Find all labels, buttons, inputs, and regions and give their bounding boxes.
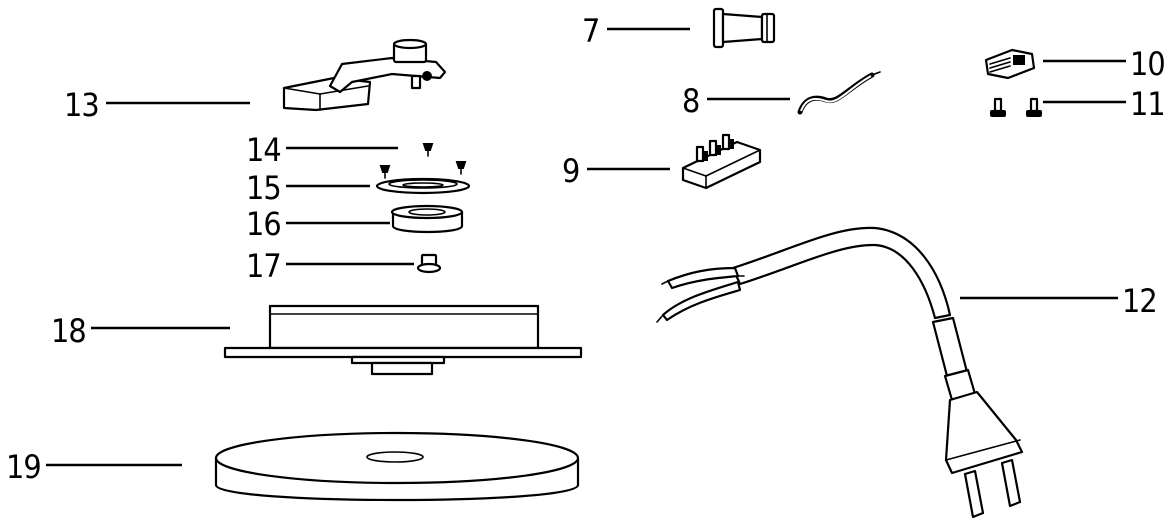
part-11-screws (990, 97, 1042, 117)
callout-number-13: 13 (64, 86, 99, 124)
callout-number-10: 10 (1130, 45, 1165, 83)
part-18-base-plate (223, 304, 583, 376)
callout-9: 9 (562, 152, 670, 190)
part-19-base-disc (214, 431, 580, 502)
callout-number-19: 19 (6, 448, 41, 486)
callout-18: 18 (51, 312, 230, 350)
callout-number-17: 17 (246, 247, 281, 285)
callout-number-8: 8 (682, 82, 699, 120)
part-12-power-cord (656, 226, 1024, 519)
screw-left (990, 97, 1006, 117)
part-13-lever-assembly (282, 38, 447, 112)
part-14-screws (379, 143, 467, 179)
callout-8: 8 (682, 82, 790, 120)
callout-number-7: 7 (582, 12, 599, 50)
part-7-bushing (712, 7, 776, 49)
callout-number-9: 9 (562, 152, 579, 190)
part-9-terminal-block (681, 133, 762, 190)
callout-12: 12 (960, 282, 1158, 320)
callout-14: 14 (246, 131, 398, 169)
screw-right (1026, 97, 1042, 117)
callout-17: 17 (246, 247, 414, 285)
part-17-pin (416, 253, 442, 274)
callout-11: 11 (1043, 85, 1166, 123)
callout-15: 15 (246, 169, 370, 207)
callout-number-16: 16 (246, 205, 281, 243)
part-16-disc (390, 204, 464, 234)
callout-19: 19 (6, 448, 182, 486)
callout-7: 7 (582, 12, 690, 50)
callout-16: 16 (246, 205, 390, 243)
callout-13: 13 (64, 86, 250, 124)
callout-number-12: 12 (1122, 282, 1157, 320)
part-15-washer (375, 177, 471, 195)
callout-number-11: 11 (1130, 85, 1165, 123)
part-10-connector (984, 48, 1036, 80)
callout-10: 10 (1043, 45, 1166, 83)
callout-number-15: 15 (246, 169, 281, 207)
callout-number-14: 14 (246, 131, 281, 169)
part-8-wire (797, 71, 881, 115)
callout-number-18: 18 (51, 312, 86, 350)
